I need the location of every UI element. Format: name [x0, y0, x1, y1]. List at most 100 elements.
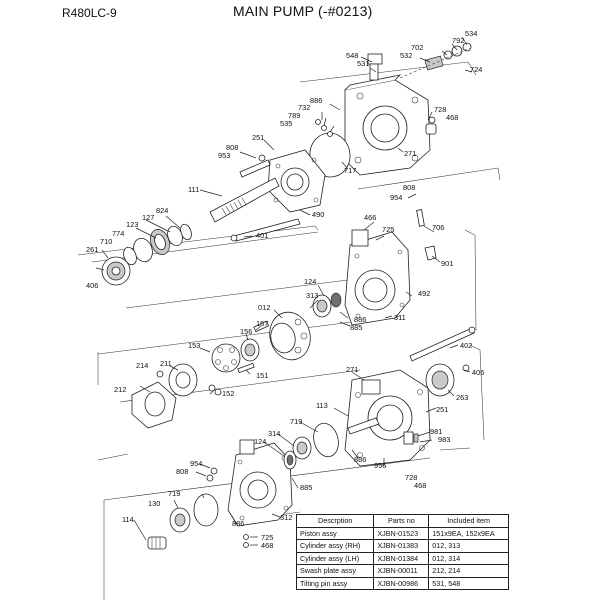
callout: 312: [280, 513, 292, 522]
callout: 824: [156, 206, 168, 215]
long-bolt-402: [409, 326, 476, 362]
seal-719-lower: [313, 422, 339, 458]
callout: 789: [288, 111, 300, 120]
callout: 401: [256, 231, 268, 240]
table-row: Cylinder assy (LH) XJBN-01384 012, 314: [295, 551, 509, 565]
callout: 313: [306, 291, 318, 300]
callout: 728: [434, 105, 446, 114]
callout: 886: [354, 315, 366, 324]
callout: 724: [470, 65, 482, 74]
cover-130: [169, 507, 191, 533]
table-cell: Swash plate assy: [295, 564, 375, 578]
parts-table-header-row: Descrption Parts no Included item: [295, 514, 509, 528]
callout: 251: [252, 133, 264, 142]
callout: 732: [298, 103, 310, 112]
gear-261: [101, 256, 131, 286]
table-cell: 212, 214: [428, 564, 509, 578]
model-number: R480LC-9: [62, 6, 117, 20]
callout: 717: [344, 166, 356, 175]
table-row: Piston assy XJBN-01523 151x9EA, 152x9EA: [295, 526, 509, 540]
callout: 468: [261, 541, 273, 550]
plug-406-lower: [462, 364, 470, 372]
callout: 157: [256, 319, 268, 328]
callout: 111: [188, 185, 199, 194]
bearing-124-lower: [283, 450, 297, 470]
flange-251: [267, 149, 326, 213]
bearing-stack-top: [123, 223, 192, 266]
callout: 261: [86, 245, 98, 254]
callout: 725: [261, 533, 273, 542]
callout: 774: [112, 229, 124, 238]
plate-981: [403, 431, 419, 445]
table-cell: Piston assy: [295, 526, 375, 540]
table-cell: 531, 548: [428, 576, 509, 590]
callout: 127: [142, 213, 154, 222]
housing-271-top: [344, 53, 431, 176]
swash-holder-212: [131, 370, 177, 429]
callout: 719: [168, 489, 180, 498]
callout: 702: [411, 43, 423, 52]
seal-719-front: [193, 493, 219, 527]
callout: 124: [304, 277, 316, 286]
table-row: Swash plate assy XJBN-00011 212, 214: [295, 564, 509, 578]
column-header: Descrption: [295, 514, 375, 528]
valve-block-lower: [227, 439, 293, 527]
callout: 956: [374, 461, 386, 470]
plugs-725-468: [243, 534, 249, 548]
callout: 263: [456, 393, 468, 402]
callout: 981: [430, 427, 442, 436]
swash-plate-211: [168, 363, 198, 397]
coupling-114: [147, 536, 167, 550]
table-row: Tilting pin assy XJBN-00986 531, 548: [295, 576, 509, 590]
callout: 214: [136, 361, 148, 370]
column-header: Parts no: [373, 514, 430, 528]
page-title: MAIN PUMP (-#0213): [233, 3, 373, 19]
table-cell: 012, 313: [428, 539, 509, 553]
callout: 808: [403, 183, 415, 192]
cover-263: [425, 363, 455, 397]
callout: 311: [394, 313, 406, 322]
callout: 114: [122, 515, 134, 524]
callout: 156: [240, 327, 252, 336]
parts-table: Descrption Parts no Included item Piston…: [295, 514, 509, 590]
callout: 490: [312, 210, 324, 219]
callout: 885: [300, 483, 312, 492]
callout: 152: [222, 389, 234, 398]
callout: 466: [364, 213, 376, 222]
table-row: Cylinder assy (RH) XJBN-01383 012, 313: [295, 539, 509, 553]
callout: 153: [188, 341, 200, 350]
callout: 534: [465, 29, 477, 38]
callout: 151: [256, 371, 268, 380]
callout: 548: [346, 51, 358, 60]
callout: 808: [226, 143, 238, 152]
callout: 983: [438, 435, 450, 444]
callout: 492: [418, 289, 430, 298]
bearing-314: [292, 436, 312, 460]
callout: 808: [176, 467, 188, 476]
regulator-532-line: [399, 42, 472, 79]
pin-706: [416, 209, 425, 227]
callout: 792: [452, 36, 464, 45]
retainer-156: [240, 338, 260, 362]
callout: 468: [414, 481, 426, 490]
spline-shaft-top: [239, 154, 271, 178]
shaft-113: [347, 417, 380, 435]
callout: 885: [350, 323, 362, 332]
shaft-111: [209, 177, 280, 223]
table-cell: Tilting pin assy: [295, 576, 375, 590]
callout: 402: [460, 341, 472, 350]
callout: 886: [310, 96, 322, 105]
callout: 124: [254, 437, 266, 446]
pistons-151: [211, 343, 255, 374]
table-cell: 012, 314: [428, 551, 509, 565]
callout: 314: [268, 429, 280, 438]
fitting-901: [424, 245, 437, 261]
shoe-plate-152: [208, 384, 222, 396]
callout: 886: [354, 455, 366, 464]
callout: 886: [232, 519, 244, 528]
valve-block-middle: [344, 229, 411, 326]
bolt-401: [230, 218, 301, 242]
table-cell: XJBN-01383: [373, 539, 430, 553]
callout: 706: [432, 223, 444, 232]
column-header: Included item: [428, 514, 509, 528]
